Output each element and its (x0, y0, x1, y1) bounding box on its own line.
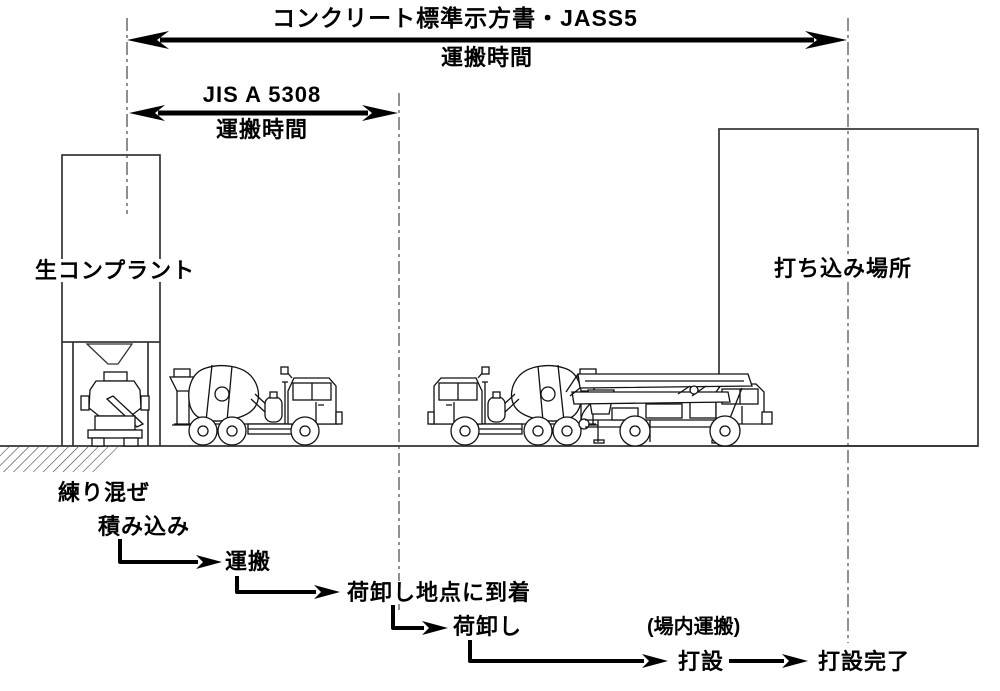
datum-lines (126, 18, 849, 643)
flow-step-loading: 積み込み (98, 514, 191, 539)
jass5-span-title: コンクリート標準示方書・JASS5 (272, 5, 638, 31)
mixer-truck-1-icon (169, 364, 343, 446)
flow-note-onsite-transport: (場内運搬) (647, 616, 741, 638)
flow-step-placing-complete: 打設完了 (818, 649, 911, 674)
jass5-span-subtitle: 運搬時間 (440, 45, 534, 70)
mixer-truck-2-icon (427, 364, 601, 446)
flow-step-placing: 打設 (678, 649, 725, 674)
jis-span-subtitle: 運搬時間 (215, 117, 309, 142)
site-label: 打ち込み場所 (770, 257, 916, 280)
flow-step-transport: 運搬 (225, 549, 272, 574)
rear-mixer-truck-icon (80, 371, 150, 447)
flow-arrowheads (196, 555, 808, 668)
pump-truck-icon (565, 373, 773, 447)
flow-arrows (118, 539, 784, 663)
flow-step-arrival: 荷卸し地点に到着 (347, 580, 532, 605)
ground-hatch (0, 447, 118, 472)
flow-step-unloading: 荷卸し (453, 614, 523, 639)
placing-site-building (718, 128, 979, 447)
flow-step-mixing: 練り混ぜ (58, 480, 151, 505)
span-arrows (127, 31, 847, 121)
plant-label: 生コンプラント (31, 259, 199, 282)
plant-silo-icon (61, 154, 161, 446)
jis-span-title: JIS A 5308 (202, 82, 322, 107)
